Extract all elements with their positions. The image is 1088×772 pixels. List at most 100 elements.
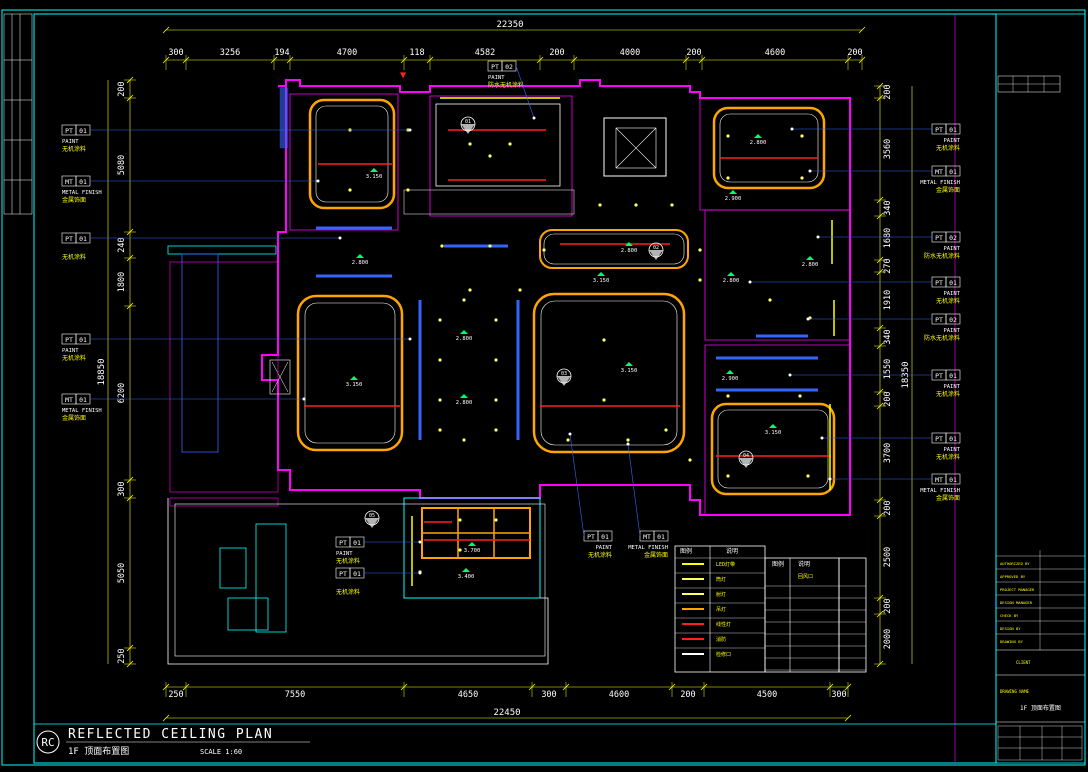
legend-header-2: 说明 (726, 547, 738, 555)
ceiling-height-label: 2.800 (456, 336, 473, 342)
leader-dot (418, 540, 422, 544)
level-symbol-icon (726, 370, 734, 374)
title-strip: RC REFLECTED CEILING PLAN 1F 顶面布置图 SCALE… (34, 723, 996, 757)
callout-material-en: PAINT (943, 328, 960, 334)
ceiling-height-label: 2.900 (725, 196, 742, 202)
outer-frame (1, 9, 1086, 766)
level-symbol-icon (625, 242, 633, 246)
downlight-icon (800, 134, 804, 138)
dim-bottom-value: 300 (831, 690, 846, 700)
callout-material-cn: 防水无机涂料 (924, 252, 960, 260)
dim-left-value: 200 (117, 81, 127, 96)
legend-header-3: 图例 (772, 560, 784, 568)
callout-number: 01 (949, 435, 957, 443)
section-arrow-icon (557, 376, 571, 386)
legend-item-label: 检修口 (716, 651, 731, 658)
drawing-title: REFLECTED CEILING PLAN (68, 727, 273, 742)
tick-mark (162, 26, 170, 34)
dim-top-value: 300 (168, 48, 183, 58)
ceiling-height-labels: 3.1502.8003.1502.8002.8003.1502.8003.150… (346, 134, 818, 580)
legend-item-label: 消防 (716, 636, 726, 643)
coved-ceilings (296, 98, 836, 496)
callout-code: MT (935, 476, 943, 484)
downlight-icon (494, 428, 498, 432)
dim-top-value: 4000 (620, 48, 640, 58)
ceiling-height-label: 3.400 (458, 574, 475, 580)
dim-top-value: 3256 (220, 48, 240, 58)
callout-number: 01 (353, 570, 361, 578)
leader-line (627, 443, 641, 537)
tick-mark (858, 26, 866, 34)
dim-top-value: 4700 (337, 48, 357, 58)
downlight-icon (726, 474, 730, 478)
legend-item-label: 筒灯 (716, 576, 726, 583)
callout-material-en: PAINT (62, 348, 79, 354)
dim-right-value: 200 (883, 84, 893, 99)
level-symbol-icon (769, 424, 777, 428)
dim-left-value: 1800 (117, 272, 127, 292)
callout-num-box (945, 432, 961, 444)
callout-number: 01 (79, 127, 87, 135)
callout-material-cn: 无机涂料 (62, 253, 86, 261)
callout-material-cn: 金属饰面 (62, 196, 86, 204)
callout-num-box (945, 123, 961, 135)
callout-code: PT (339, 539, 347, 547)
dim-right-value: 2000 (883, 629, 893, 649)
leader-dot (820, 436, 824, 440)
dim-right-value: 2500 (883, 547, 893, 567)
downlight-icon (566, 438, 570, 442)
level-symbol-icon (729, 190, 737, 194)
callout-number: 02 (505, 63, 513, 71)
callout-material-en: METAL FINISH (62, 408, 102, 414)
level-symbol-icon (350, 376, 358, 380)
dim-top-value: 4582 (475, 48, 495, 58)
dim-top-value: 200 (549, 48, 564, 58)
tb-row-label: APPROVED BY (1000, 574, 1026, 579)
callout-material-cn: 无机涂料 (62, 145, 86, 153)
downlight-icon (602, 398, 606, 402)
callout-material-cn: 防水无机涂料 (488, 81, 524, 89)
dim-bottom-value: 300 (541, 690, 556, 700)
callout-material-cn: 无机涂料 (936, 453, 960, 461)
leader-dot (568, 432, 572, 436)
level-symbol-icon (754, 134, 762, 138)
callout-number: 01 (601, 533, 609, 541)
section-mark-number: 02 (653, 245, 659, 251)
legend-item-label: 线性灯 (716, 621, 731, 628)
callout-material-cn: 无机涂料 (588, 551, 612, 559)
downlight-icon (462, 298, 466, 302)
level-symbol-icon (468, 542, 476, 546)
downlight-icon (598, 203, 602, 207)
callout-code: PT (65, 336, 73, 344)
downlight-icon (494, 318, 498, 322)
leader-dot (806, 317, 810, 321)
downlight-icon (468, 288, 472, 292)
downlight-icon (348, 188, 352, 192)
section-arrow-icon (649, 250, 663, 260)
callout-material-en: PAINT (336, 551, 353, 557)
leader-dot (788, 373, 792, 377)
dim-bottom-value: 4600 (609, 690, 629, 700)
ceiling-height-label: 3.150 (593, 278, 610, 284)
ceiling-height-label: 3.150 (366, 174, 383, 180)
dim-bottom-value: 4500 (757, 690, 777, 700)
downlight-icon (698, 248, 702, 252)
dim-right-value: 270 (883, 258, 893, 273)
downlight-icon (670, 203, 674, 207)
callout-number: 02 (949, 316, 957, 324)
callout-number: 01 (949, 476, 957, 484)
inner-frame (33, 13, 997, 764)
downlight-icon (726, 394, 730, 398)
dim-top-total: 22350 (496, 20, 523, 30)
legend-item-label: 射灯 (716, 591, 726, 598)
callout-material-en: PAINT (943, 291, 960, 297)
